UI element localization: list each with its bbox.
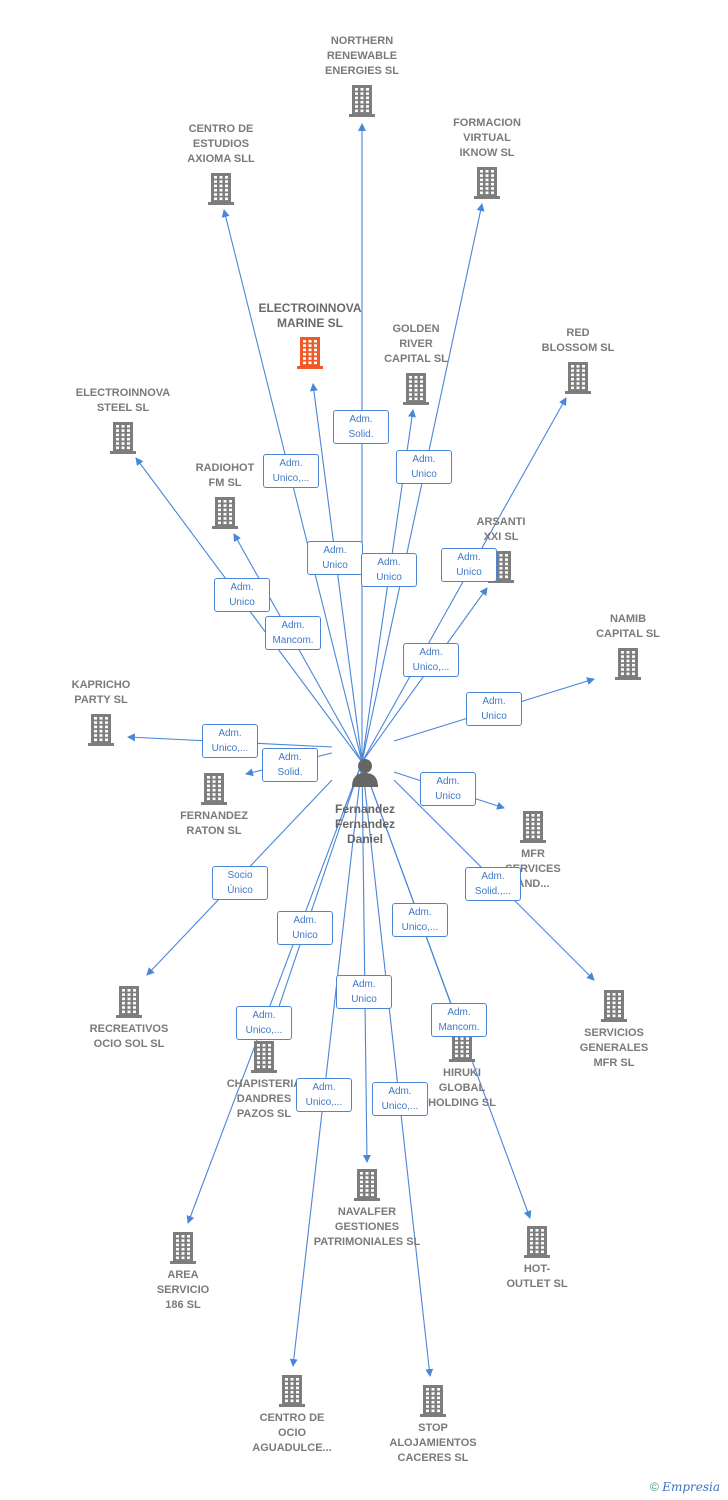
company-name: RED BLOSSOM SL	[541, 327, 615, 354]
company-name: CENTRO DE OCIO AGUADULCE...	[252, 1412, 332, 1454]
company-node-red-blossom[interactable]: RED BLOSSOM SL	[508, 326, 648, 394]
relation-label[interactable]: Adm. Unico,...	[372, 1082, 428, 1116]
company-name: NORTHERN RENEWABLE ENERGIES SL	[325, 35, 399, 77]
company-name: KAPRICHO PARTY SL	[71, 679, 131, 706]
edge-hot-outlet	[361, 761, 532, 1219]
relation-label[interactable]: Adm. Unico,...	[236, 1006, 292, 1040]
company-name: AREA SERVICIO 186 SL	[156, 1269, 210, 1311]
building-icon	[170, 1232, 196, 1264]
company-node-area-servicio[interactable]: AREA SERVICIO 186 SL	[113, 1230, 253, 1313]
relation-label[interactable]: Adm. Solid.,...	[465, 867, 521, 901]
company-node-fernandez-raton[interactable]: FERNANDEZ RATON SL	[144, 771, 284, 839]
relation-label[interactable]: Adm. Solid.	[262, 748, 318, 782]
relation-label[interactable]: Adm. Unico	[277, 911, 333, 945]
company-name: FERNANDEZ RATON SL	[180, 810, 248, 837]
company-name: FORMACION VIRTUAL IKNOW SL	[453, 117, 521, 159]
company-node-centro-ocio[interactable]: CENTRO DE OCIO AGUADULCE...	[222, 1373, 362, 1456]
company-node-recreativos[interactable]: RECREATIVOS OCIO SOL SL	[59, 984, 199, 1052]
building-icon	[212, 497, 238, 529]
building-icon	[520, 811, 546, 843]
relation-label[interactable]: Adm. Unico	[307, 541, 363, 575]
building-icon	[208, 173, 234, 205]
company-node-hot-outlet[interactable]: HOT- OUTLET SL	[467, 1224, 607, 1292]
relation-label[interactable]: Socio Único	[212, 866, 268, 900]
company-node-stop[interactable]: STOP ALOJAMIENTOS CACERES SL	[363, 1383, 503, 1466]
relation-label[interactable]: Adm. Unico,...	[392, 903, 448, 937]
building-icon	[601, 990, 627, 1022]
company-name: ARSANTI XXI SL	[476, 516, 526, 543]
company-name: SERVICIOS GENERALES MFR SL	[579, 1027, 649, 1069]
building-icon	[201, 773, 227, 805]
person-node[interactable]: Fernandez Fernandez Daniel	[295, 742, 435, 847]
company-node-formacion[interactable]: FORMACION VIRTUAL IKNOW SL	[417, 116, 557, 199]
building-icon	[349, 85, 375, 117]
building-icon	[524, 1226, 550, 1258]
company-name: CHAPISTERIA DANDRES PAZOS SL	[226, 1078, 302, 1120]
company-node-hiruki[interactable]: HIRUKI GLOBAL HOLDING SL	[392, 1028, 532, 1111]
person-icon	[352, 759, 378, 787]
company-name: ELECTROINNOVA MARINE SL	[258, 301, 362, 330]
building-icon	[88, 714, 114, 746]
relation-label[interactable]: Adm. Unico,...	[263, 454, 319, 488]
company-node-golden-river[interactable]: GOLDEN RIVER CAPITAL SL	[346, 322, 486, 405]
relation-label[interactable]: Adm. Mancom.	[431, 1003, 487, 1037]
company-node-namib[interactable]: NAMIB CAPITAL SL	[558, 612, 698, 680]
edge-stop	[361, 761, 434, 1377]
edge-centro-ocio	[289, 761, 363, 1367]
person-name: Fernandez Fernandez Daniel	[334, 802, 395, 846]
building-icon	[565, 362, 591, 394]
relation-label[interactable]: Adm. Unico	[214, 578, 270, 612]
edge-area-servicio	[186, 761, 363, 1224]
relation-label[interactable]: Adm. Mancom.	[265, 616, 321, 650]
edge-navalfer	[361, 761, 371, 1163]
company-node-electroinnova-marine[interactable]: ELECTROINNOVA MARINE SL	[240, 301, 380, 369]
company-name: RECREATIVOS OCIO SOL SL	[89, 1023, 169, 1050]
company-name: NAMIB CAPITAL SL	[596, 613, 660, 640]
company-name: NAVALFER GESTIONES PATRIMONIALES SL	[313, 1206, 421, 1248]
relation-label[interactable]: Adm. Unico,...	[296, 1078, 352, 1112]
company-node-centro-estudios[interactable]: CENTRO DE ESTUDIOS AXIOMA SLL	[151, 122, 291, 205]
company-name: HIRUKI GLOBAL HOLDING SL	[428, 1067, 496, 1109]
building-icon	[116, 986, 142, 1018]
building-icon	[251, 1041, 277, 1073]
building-icon	[279, 1375, 305, 1407]
company-node-servicios-generales[interactable]: SERVICIOS GENERALES MFR SL	[544, 988, 684, 1071]
relation-label[interactable]: Adm. Unico	[361, 553, 417, 587]
company-name: CENTRO DE ESTUDIOS AXIOMA SLL	[187, 123, 255, 165]
building-icon	[297, 337, 323, 369]
company-name: HOT- OUTLET SL	[506, 1263, 568, 1290]
building-icon	[474, 167, 500, 199]
building-icon	[615, 648, 641, 680]
copyright: © Empresia	[650, 1480, 720, 1494]
brand-logo: Empresia	[662, 1480, 720, 1494]
company-node-chapisteria[interactable]: CHAPISTERIA DANDRES PAZOS SL	[194, 1039, 334, 1122]
company-node-northern[interactable]: NORTHERN RENEWABLE ENERGIES SL	[292, 34, 432, 117]
relation-label[interactable]: Adm. Solid.	[333, 410, 389, 444]
building-icon	[110, 422, 136, 454]
relation-label[interactable]: Adm. Unico,...	[403, 643, 459, 677]
relation-label[interactable]: Adm. Unico	[420, 772, 476, 806]
company-node-kapricho[interactable]: KAPRICHO PARTY SL	[31, 678, 171, 746]
building-icon	[403, 373, 429, 405]
company-name: ELECTROINNOVA STEEL SL	[75, 387, 171, 414]
relation-label[interactable]: Adm. Unico	[396, 450, 452, 484]
company-name: STOP ALOJAMIENTOS CACERES SL	[389, 1422, 477, 1464]
copyright-symbol: ©	[650, 1480, 659, 1494]
edge-chapisteria	[268, 761, 363, 1034]
relation-label[interactable]: Adm. Unico	[466, 692, 522, 726]
relation-label[interactable]: Adm. Unico	[336, 975, 392, 1009]
relation-label[interactable]: Adm. Unico,...	[202, 724, 258, 758]
building-icon	[420, 1385, 446, 1417]
company-name: GOLDEN RIVER CAPITAL SL	[384, 323, 448, 365]
building-icon	[449, 1030, 475, 1062]
relation-label[interactable]: Adm. Unico	[441, 548, 497, 582]
company-node-navalfer[interactable]: NAVALFER GESTIONES PATRIMONIALES SL	[297, 1167, 437, 1250]
company-node-radiohot[interactable]: RADIOHOT FM SL	[155, 461, 295, 529]
building-icon	[354, 1169, 380, 1201]
company-node-electroinnova-steel[interactable]: ELECTROINNOVA STEEL SL	[53, 386, 193, 454]
company-name: RADIOHOT FM SL	[195, 462, 255, 489]
